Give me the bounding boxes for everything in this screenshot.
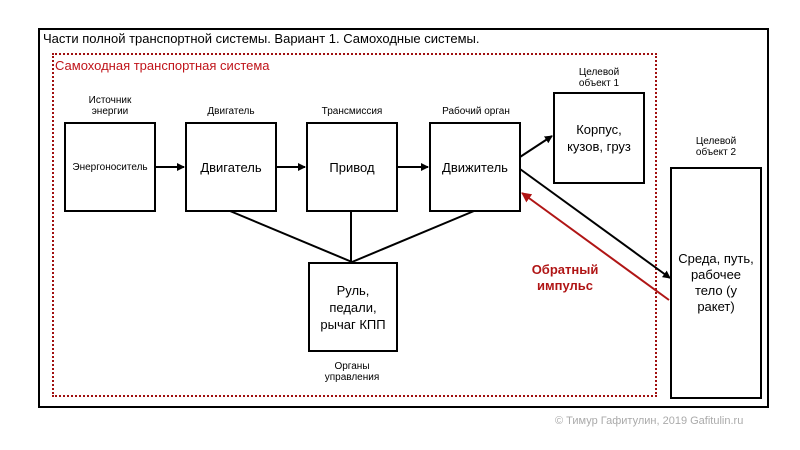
line-engine-to-controls — [229, 210, 353, 263]
caption-engine: Двигатель — [207, 106, 255, 117]
block-mover: Движитель — [429, 122, 521, 212]
caption-energy-source: Источник энергии — [88, 95, 132, 117]
block-target-2: Среда, путь, рабочее тело (у ракет) — [670, 167, 762, 399]
feedback-arrow — [521, 192, 670, 301]
caption-target-1: Целевой объект 1 — [578, 67, 620, 89]
subsystem-title: Самоходная транспортная система — [55, 58, 270, 73]
block-drive-label: Привод — [329, 159, 375, 175]
block-energy-carrier: Энергоноситель — [64, 122, 156, 212]
block-engine: Двигатель — [185, 122, 277, 212]
block-engine-label: Двигатель — [200, 159, 262, 175]
caption-working-body: Рабочий орган — [442, 106, 510, 117]
full-system-frame — [38, 28, 769, 408]
block-controls-label: Руль, педали, рычаг КПП — [320, 282, 386, 332]
block-drive: Привод — [306, 122, 398, 212]
self-propelled-system-frame — [52, 53, 657, 397]
copyright-text: © Тимур Гафитулин, 2019 Gafitulin.ru — [555, 415, 744, 427]
block-controls: Руль, педали, рычаг КПП — [308, 262, 398, 352]
block-target-2-label: Среда, путь, рабочее тело (у ракет) — [678, 251, 754, 314]
feedback-label: Обратный импульс — [531, 262, 599, 293]
caption-target-2: Целевой объект 2 — [695, 136, 737, 158]
arrow-mover-to-target1 — [519, 135, 553, 158]
block-mover-label: Движитель — [442, 159, 508, 175]
block-target-1-label: Корпус, кузов, груз — [567, 122, 631, 154]
block-energy-carrier-label: Энергоноситель — [72, 161, 148, 173]
caption-transmission: Трансмиссия — [321, 106, 383, 117]
line-mover-to-target2 — [519, 168, 671, 279]
line-mover-to-controls — [351, 210, 475, 263]
block-target-1: Корпус, кузов, груз — [553, 92, 645, 184]
diagram-title: Части полной транспортной системы. Вариа… — [43, 31, 480, 46]
caption-controls: Органы управления — [324, 361, 380, 383]
